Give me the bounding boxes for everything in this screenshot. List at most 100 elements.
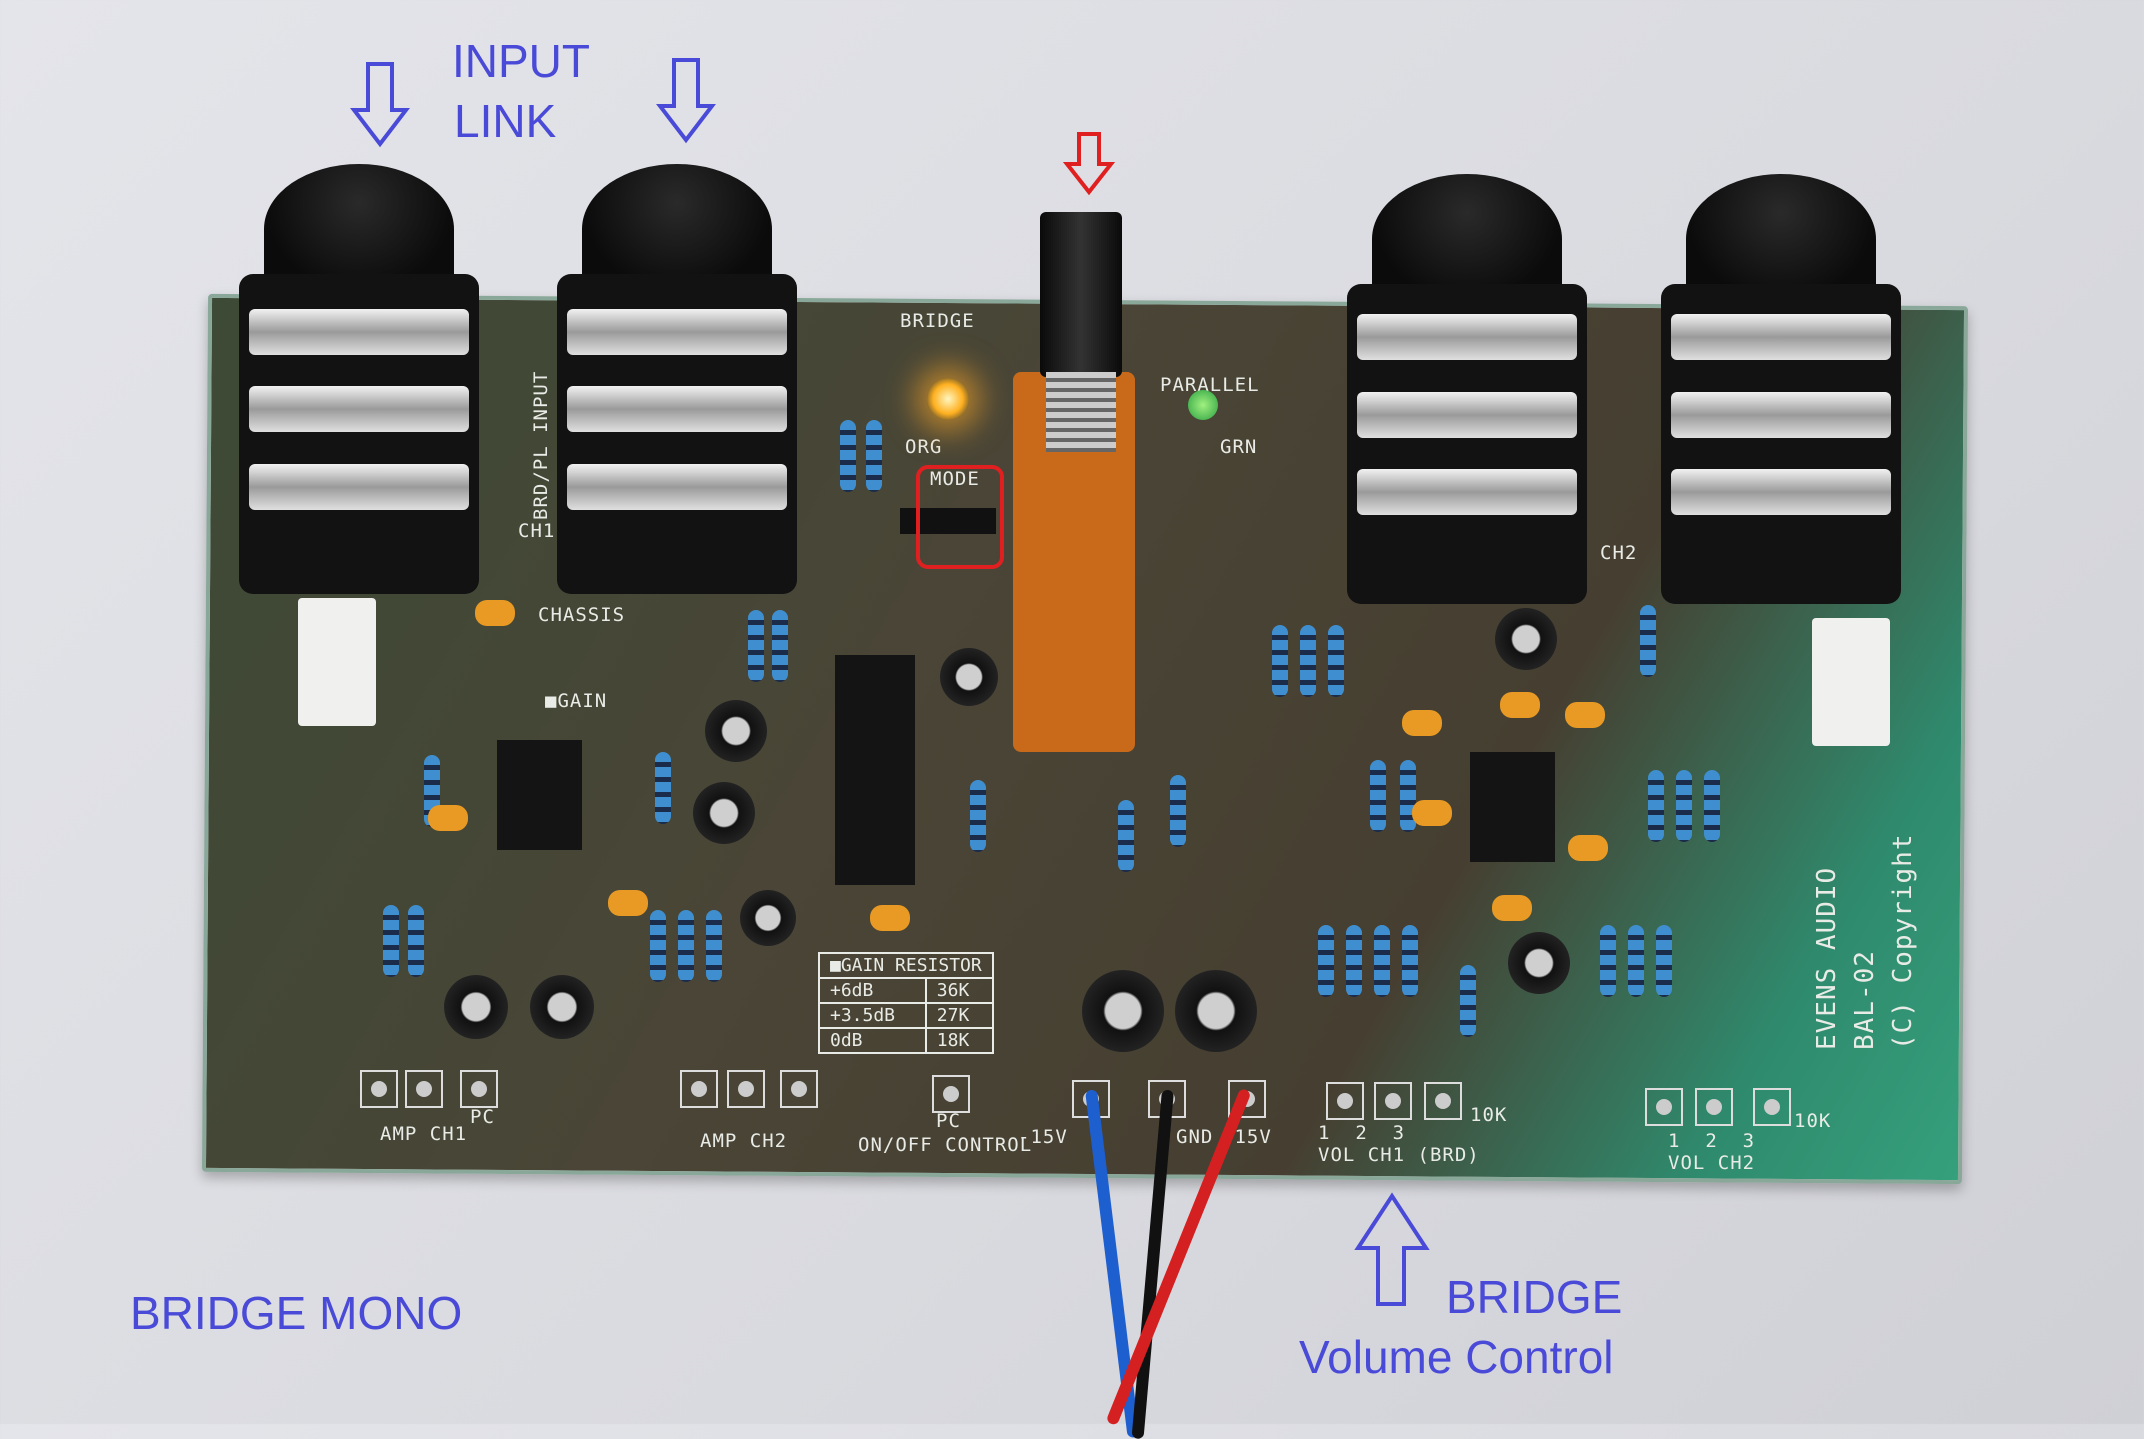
solder-pad: [1374, 1082, 1412, 1120]
model-label: BAL-02: [1850, 950, 1880, 1050]
resistor: [1170, 775, 1186, 847]
resistor: [706, 910, 722, 982]
resistor: [866, 420, 882, 492]
resistor: [1704, 770, 1720, 842]
solder-pad: [727, 1070, 765, 1108]
jack-link[interactable]: [557, 164, 797, 594]
resistor: [1628, 925, 1644, 997]
resistor: [1656, 925, 1672, 997]
on-off-control-label: ON/OFF CONTROL: [858, 1134, 1033, 1156]
org-label: ORG: [905, 436, 943, 458]
volume-control-annotation: Volume Control: [1299, 1331, 1614, 1383]
maker-label: EVENS AUDIO: [1812, 866, 1842, 1050]
vol-ch1-label: 1 2 3 VOL CH1 (BRD): [1318, 1122, 1480, 1166]
ceramic-capacitor: [428, 805, 468, 831]
switch-spring: [1046, 372, 1116, 452]
mode-switch-arrow-icon: [1063, 132, 1115, 196]
gain-cell: +6dB: [818, 977, 927, 1004]
resistor: [655, 752, 671, 824]
gain-table-header: ■GAIN RESISTOR: [818, 952, 994, 979]
parallel-led: [1188, 390, 1218, 420]
volume-control-arrow-icon: [1354, 1192, 1430, 1306]
electrolytic-capacitor: [530, 975, 594, 1039]
input-arrow-icon: [350, 62, 410, 148]
resistor-cell: 27K: [924, 1002, 994, 1029]
ceramic-capacitor: [1565, 702, 1605, 728]
gain-cell: +3.5dB: [818, 1002, 927, 1029]
mode-switch-button[interactable]: [1040, 212, 1122, 377]
ch2-power-connector[interactable]: [1812, 618, 1890, 746]
solder-pad: [1753, 1088, 1791, 1126]
electrolytic-capacitor: [693, 782, 755, 844]
gain-cell: 0dB: [818, 1027, 927, 1054]
ch1-power-connector[interactable]: [298, 598, 376, 726]
jack-input[interactable]: [239, 164, 479, 594]
mode-label: MODE: [930, 468, 980, 490]
resistor: [408, 905, 424, 977]
copyright-label: (C) Copyright: [1888, 833, 1918, 1051]
solder-pad: [405, 1070, 443, 1108]
resistor: [1328, 625, 1344, 697]
bridge-led-label: BRIDGE: [900, 310, 975, 332]
ceramic-capacitor: [475, 600, 515, 626]
solder-pad: [1424, 1082, 1462, 1120]
bridge-annotation: BRIDGE: [1446, 1271, 1623, 1323]
ceramic-capacitor: [870, 905, 910, 931]
input-label: BRD/PL INPUT: [530, 370, 552, 520]
resistor: [1272, 625, 1288, 697]
solder-pad: [680, 1070, 718, 1108]
resistor: [1318, 925, 1334, 997]
bridge-mono-annotation: BRIDGE MONO: [130, 1287, 463, 1339]
solder-pad: [460, 1070, 498, 1108]
amp-ch1-label: AMP CH1: [380, 1123, 468, 1145]
solder-pad: [780, 1070, 818, 1108]
electrolytic-capacitor: [705, 700, 767, 762]
resistor: [1300, 625, 1316, 697]
pc-label-2: PC: [936, 1110, 961, 1132]
resistor: [1676, 770, 1692, 842]
pc-label-1: PC: [470, 1106, 495, 1128]
gain-label: ■GAIN: [545, 690, 608, 712]
resistor: [650, 910, 666, 982]
solder-pad: [1326, 1082, 1364, 1120]
ic-u2: [497, 740, 582, 850]
resistor: [1648, 770, 1664, 842]
resistor: [1346, 925, 1362, 997]
ten-k-label-1: 10K: [1470, 1104, 1508, 1126]
electrolytic-capacitor: [444, 975, 508, 1039]
ch1-label: CH1: [518, 520, 556, 542]
vol-ch2-label: 1 2 3 VOL CH2: [1668, 1130, 1756, 1174]
parallel-led-label: PARALLEL: [1160, 374, 1260, 396]
electrolytic-capacitor: [1508, 932, 1570, 994]
chassis-label: CHASSIS: [538, 604, 626, 626]
resistor: [678, 910, 694, 982]
gnd-label: GND: [1176, 1126, 1214, 1148]
ceramic-capacitor: [1492, 895, 1532, 921]
amp-ch2-label: AMP CH2: [700, 1130, 788, 1152]
ic-u3: [835, 655, 915, 885]
electrolytic-capacitor: [1495, 608, 1557, 670]
input-annotation: INPUT: [452, 35, 590, 87]
ceramic-capacitor: [608, 890, 648, 916]
mode-jumper-highlight: [916, 465, 1004, 569]
resistor: [970, 780, 986, 852]
solder-pad: [360, 1070, 398, 1108]
link-arrow-icon: [656, 58, 716, 144]
resistor: [1640, 605, 1656, 677]
ceramic-capacitor: [1412, 800, 1452, 826]
ceramic-capacitor: [1402, 710, 1442, 736]
solder-pad: [1695, 1088, 1733, 1126]
resistor: [1460, 965, 1476, 1037]
resistor: [1374, 925, 1390, 997]
electrolytic-capacitor: [1175, 970, 1257, 1052]
electrolytic-capacitor: [1082, 970, 1164, 1052]
resistor: [1402, 925, 1418, 997]
jack-ch2-output[interactable]: [1347, 174, 1587, 604]
solder-pad: [932, 1075, 970, 1113]
resistor: [772, 610, 788, 682]
bridge-led: [927, 378, 969, 420]
resistor-cell: 18K: [924, 1027, 994, 1054]
resistor: [748, 610, 764, 682]
jack-ch2-input[interactable]: [1661, 174, 1901, 604]
